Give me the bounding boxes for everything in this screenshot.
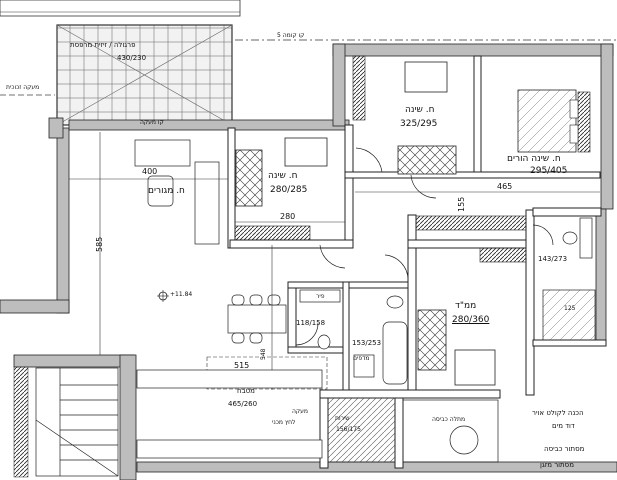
wardrobe-safe xyxy=(479,247,527,263)
roof-line-label: קו מעקה xyxy=(140,119,164,126)
bed-bedroom1 xyxy=(397,61,457,175)
bedroom2-label: ח. שינה xyxy=(268,171,298,181)
dim-465: 465 xyxy=(497,182,513,191)
ceiling-hood-label: לחץ מכני xyxy=(272,419,296,426)
interior-walls xyxy=(227,55,607,469)
dining-table xyxy=(227,294,287,344)
wardrobe-bedroom2 xyxy=(234,225,311,241)
safe-room-label: ממ"ד xyxy=(455,301,477,311)
dim-280: 280 xyxy=(280,212,296,221)
left-stair-edge xyxy=(13,366,29,478)
safe-room-size: 280/360 xyxy=(452,315,490,325)
bath-fixtures xyxy=(299,217,596,385)
doors xyxy=(295,147,554,346)
pergola-label: פרגולה / זיזית מרפסת xyxy=(70,41,136,49)
master-bedroom-size: 295/405 xyxy=(530,166,568,176)
living-room-label: ח. מגורים xyxy=(148,186,185,196)
staircase xyxy=(35,367,119,477)
wardrobe-bedroom1 xyxy=(352,55,366,121)
building-line-5-label: קו קומה 5 xyxy=(277,32,305,39)
dim-585: 585 xyxy=(95,236,104,252)
dim-125: 125 xyxy=(564,305,576,312)
wardrobe-master xyxy=(415,215,527,231)
pergola-diagonal-2 xyxy=(56,24,233,126)
laundry-label: מסתור כביסה xyxy=(544,445,585,453)
bedroom1-size: 325/295 xyxy=(400,119,438,129)
master-bedroom-label: ח. שינה הורים xyxy=(507,154,561,164)
kitchen-counter xyxy=(136,369,323,389)
dim-515: 515 xyxy=(234,361,250,370)
bed-bedroom2 xyxy=(235,137,328,207)
outer-walls xyxy=(0,43,617,480)
water-heater xyxy=(449,425,479,455)
service-area xyxy=(327,397,396,463)
pergola-size: 430/230 xyxy=(117,54,147,62)
vent-label: מעקה xyxy=(292,408,309,415)
toilet-size: 118/158 xyxy=(296,319,326,327)
bedroom2-size: 280/285 xyxy=(270,185,308,195)
sofa xyxy=(134,139,220,245)
dim-155: 155 xyxy=(457,196,466,212)
glass-railing-label: מעקה זכוכית xyxy=(6,84,40,91)
bath1-size: 143/273 xyxy=(538,255,568,263)
ac-cover-label: מסתור מזגן xyxy=(540,461,574,469)
kitchen-counter-bottom xyxy=(136,439,323,459)
service-room-label: שירות xyxy=(335,415,350,422)
bedroom1-label: ח. שינה xyxy=(405,105,435,115)
cabinet-label: מדפים xyxy=(353,355,370,362)
kitchen-label: מטבח xyxy=(237,387,255,395)
dim-548: 548 xyxy=(260,348,267,360)
ac-shaft xyxy=(402,399,499,463)
kitchen-size: 465/260 xyxy=(228,400,258,408)
level-value: +11.84 xyxy=(170,291,193,298)
top-left-wall xyxy=(0,0,241,17)
bathroom-size: 153/253 xyxy=(352,339,382,347)
water-rack-label: מתלה כביסה xyxy=(432,416,466,423)
service-room-size: 156/175 xyxy=(336,426,361,433)
bed-master xyxy=(517,89,579,153)
air-collector-label: הכנה לקולט אויר xyxy=(532,409,584,417)
bed-safe-room xyxy=(417,309,496,386)
dim-400: 400 xyxy=(142,167,158,176)
wardrobe-master2 xyxy=(577,91,591,153)
water-heater-label: דוד מים xyxy=(552,422,575,430)
shaft-label: פיר xyxy=(316,293,325,300)
